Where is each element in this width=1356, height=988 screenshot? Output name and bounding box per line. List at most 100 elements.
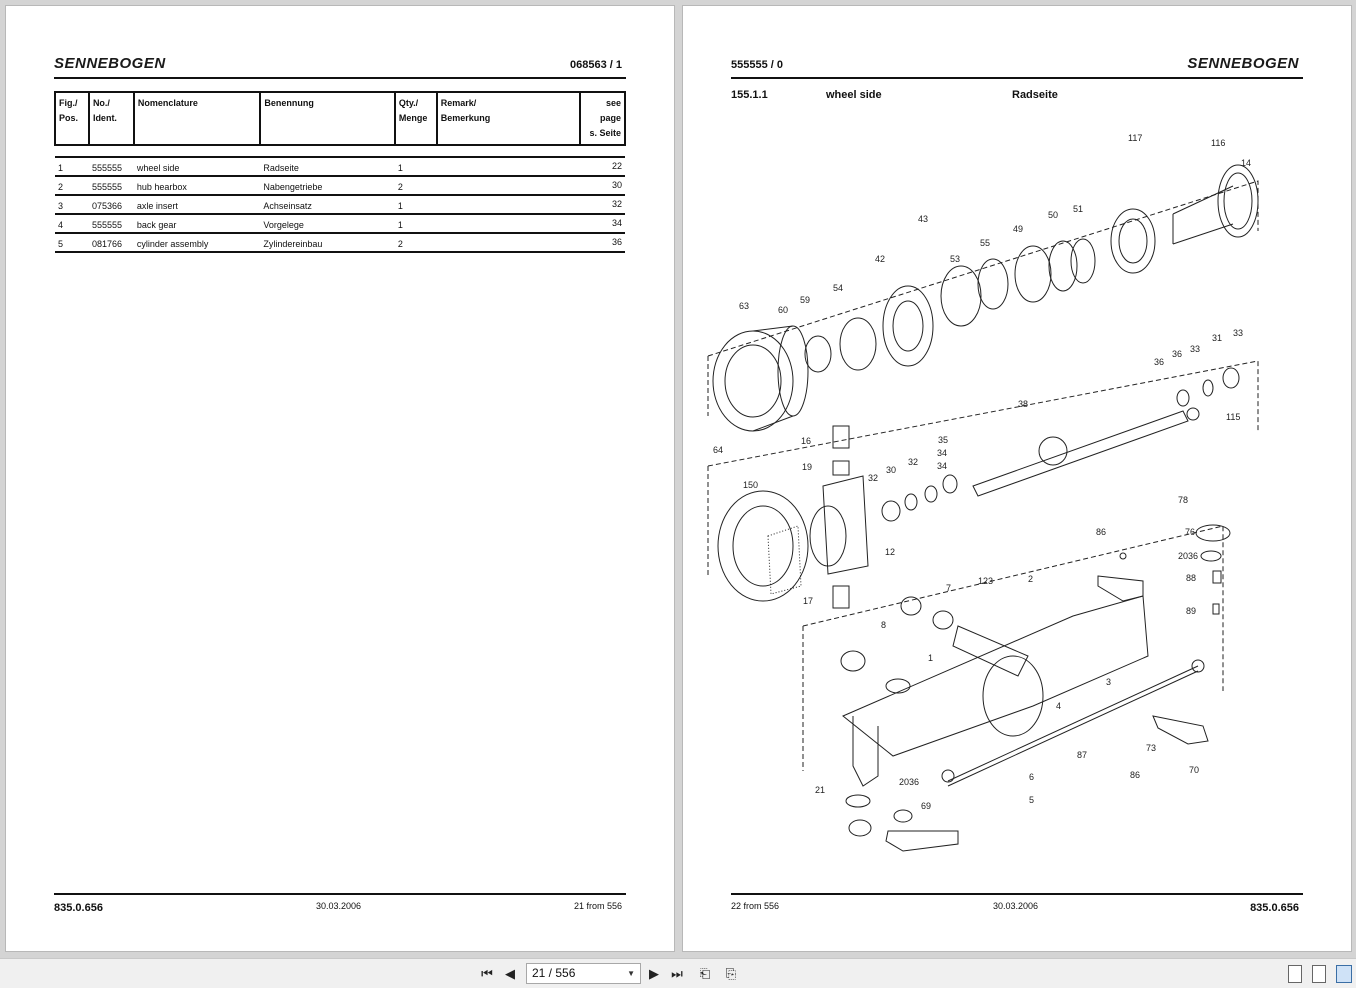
callout-label: 54: [833, 283, 843, 293]
callout-label: 31: [1212, 333, 1222, 343]
callout-label: 2036: [899, 777, 919, 787]
table-header-row: Fig./Pos. No./Ident. Nomenclature Benenn…: [54, 91, 626, 146]
cell-qty: 1: [394, 214, 437, 234]
header-number: 068563 / 1: [570, 59, 622, 71]
continuous-view-icon[interactable]: [1312, 965, 1326, 983]
cell-remark: [436, 176, 581, 196]
callout-label: 88: [1186, 573, 1196, 583]
callout-label: 38: [1018, 399, 1028, 409]
cell-ident: 081766: [88, 233, 134, 253]
cell-nomenclature: back gear: [133, 214, 261, 234]
callout-label: 53: [950, 254, 960, 264]
footer-page: 22 from 556: [731, 901, 780, 911]
rotate-forward-icon[interactable]: ⎘: [725, 966, 737, 981]
callout-label: 60: [778, 305, 788, 315]
callout-label: 6: [1029, 772, 1034, 782]
cell-nomenclature: hub hearbox: [133, 176, 261, 196]
cell-nomenclature: cylinder assembly: [133, 233, 261, 253]
cell-page: 22: [580, 157, 625, 177]
col-header-pos: Fig./Pos.: [54, 91, 90, 146]
col-header-nomenclature: Nomenclature: [132, 91, 262, 146]
callout-label: 117: [1128, 133, 1142, 143]
cell-pos: 3: [55, 195, 89, 215]
page-selector[interactable]: 21 / 556 ▼: [526, 963, 641, 984]
viewer-toolbar: ⏮ ◀ 21 / 556 ▼ ▶ ⏭ ⎗ ⎘: [0, 958, 1356, 988]
cell-page: 36: [580, 233, 625, 253]
footer-rule: [731, 893, 1303, 895]
last-page-icon[interactable]: ⏭: [671, 966, 683, 981]
footer-page: 21 from 556: [573, 901, 622, 911]
cell-pos: 5: [55, 233, 89, 253]
callout-label: 43: [918, 214, 928, 224]
callout-label: 33: [1190, 344, 1200, 354]
callout-label: 32: [868, 473, 878, 483]
col-header-benennung: Benennung: [259, 91, 396, 146]
cell-pos: 1: [55, 157, 89, 177]
callout-label: 63: [739, 301, 749, 311]
cell-benennung: Nabengetriebe: [260, 176, 395, 196]
table-spacer-row: [55, 145, 625, 158]
callout-label: 55: [980, 238, 990, 248]
cell-qty: 2: [394, 176, 437, 196]
cell-page: 32: [580, 195, 625, 215]
callout-label: 89: [1186, 606, 1196, 616]
cell-benennung: Zylindereinbau: [260, 233, 395, 253]
callout-label: 33: [1233, 328, 1243, 338]
callout-label: 7: [946, 583, 951, 593]
callout-label: 78: [1178, 495, 1188, 505]
cell-ident: 075366: [88, 195, 134, 215]
cell-qty: 2: [394, 233, 437, 253]
cell-benennung: Achseinsatz: [260, 195, 395, 215]
cell-benennung: Vorgelege: [260, 214, 395, 234]
callout-label: 36: [1154, 357, 1164, 367]
callout-label: 21: [815, 785, 825, 795]
callout-label: 34: [937, 461, 947, 471]
prev-page-icon[interactable]: ◀: [505, 966, 515, 981]
cell-pos: 2: [55, 176, 89, 196]
callout-label: 5: [1029, 795, 1034, 805]
callout-label: 8: [881, 620, 886, 630]
footer-rule: [54, 893, 626, 895]
cell-remark: [436, 195, 581, 215]
cell-nomenclature: axle insert: [133, 195, 261, 215]
callout-label: 35: [938, 435, 948, 445]
callout-label: 76: [1185, 527, 1195, 537]
callout-label: 64: [713, 445, 723, 455]
col-header-ident: No./Ident.: [87, 91, 135, 146]
callout-label: 36: [1172, 349, 1182, 359]
footer-doc-number: 835.0.656: [1250, 902, 1299, 914]
cell-ident: 555555: [88, 176, 134, 196]
cell-ident: 555555: [88, 157, 134, 177]
callout-label: 69: [921, 801, 931, 811]
callout-label: 86: [1096, 527, 1106, 537]
section-title-en: wheel side: [826, 89, 882, 101]
single-page-view-icon[interactable]: [1288, 965, 1302, 983]
first-page-icon[interactable]: ⏮: [481, 966, 493, 981]
callout-label: 115: [1226, 412, 1240, 422]
callout-label: 4: [1056, 701, 1061, 711]
document-page-right: 555555 / 0 SENNEBOGEN 155.1.1 wheel side…: [682, 5, 1352, 952]
footer-date: 30.03.2006: [316, 901, 362, 911]
cell-benennung: Radseite: [260, 157, 395, 177]
callout-label: 42: [875, 254, 885, 264]
two-page-view-icon[interactable]: [1336, 965, 1352, 983]
footer-date: 30.03.2006: [993, 901, 1039, 911]
cell-nomenclature: wheel side: [133, 157, 261, 177]
next-page-icon[interactable]: ▶: [649, 966, 659, 981]
callout-label: 12: [885, 547, 895, 557]
callout-label: 32: [908, 457, 918, 467]
cell-remark: [436, 214, 581, 234]
cell-remark: [436, 157, 581, 177]
section-number: 155.1.1: [731, 89, 768, 101]
callout-label: 70: [1189, 765, 1199, 775]
document-page-left: SENNEBOGEN 068563 / 1 Fig./Pos. No./Iden…: [5, 5, 675, 952]
callout-label: 86: [1130, 770, 1140, 780]
rotate-back-icon[interactable]: ⎗: [699, 966, 711, 981]
header-rule: [731, 77, 1303, 79]
